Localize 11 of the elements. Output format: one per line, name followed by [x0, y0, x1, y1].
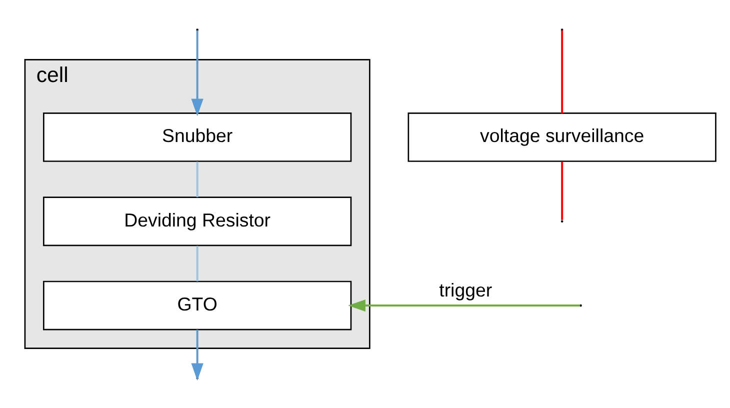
- node-box: voltage surveillance: [408, 112, 716, 162]
- arrow: [348, 299, 580, 312]
- connector: [561, 162, 564, 220]
- connector: [561, 30, 564, 114]
- connector: [196, 162, 198, 198]
- arrow: [191, 30, 204, 116]
- connector: [196, 246, 198, 282]
- node-box: Snubber: [43, 112, 352, 162]
- node-box: Deviding Resistor: [43, 196, 352, 246]
- edge-label: trigger: [439, 279, 492, 300]
- node-box: GTO: [43, 280, 352, 330]
